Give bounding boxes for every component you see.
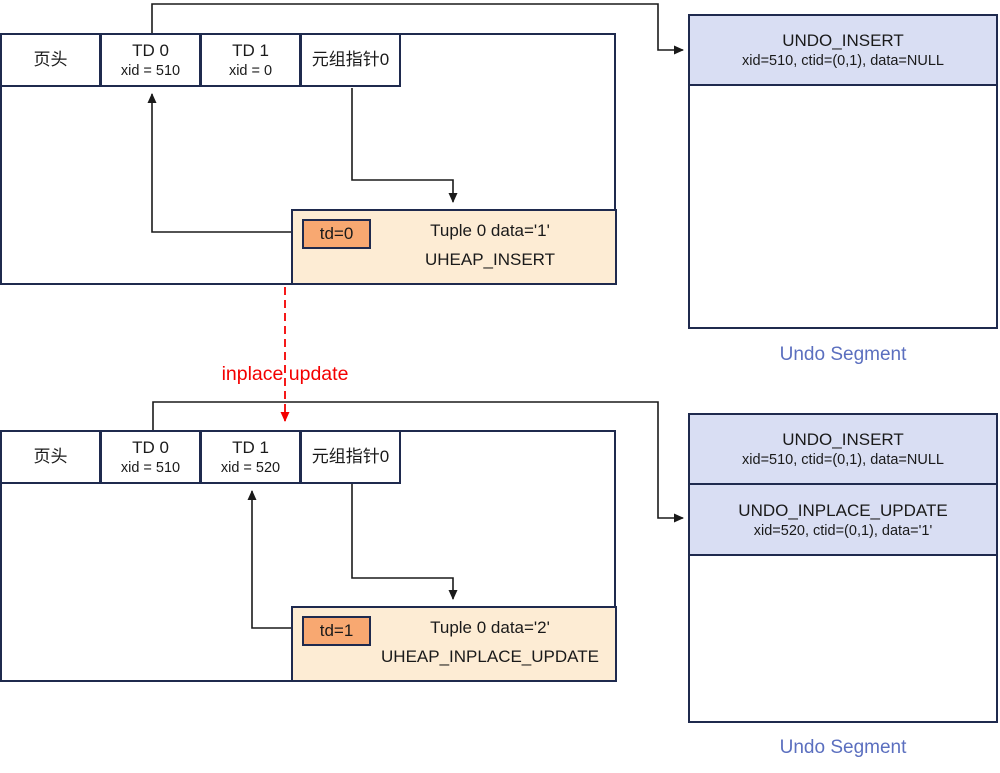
undo-record-detail: xid=510, ctid=(0,1), data=NULL: [742, 452, 944, 468]
tuple-op-line: UHEAP_INPLACE_UPDATE: [381, 647, 599, 666]
page-header-label: 页头: [33, 50, 68, 70]
bottom-tuple-row: td=1 Tuple 0 data='2' UHEAP_INPLACE_UPDA…: [291, 606, 617, 682]
td-chip-label: td=0: [319, 224, 354, 243]
undo-record-inplace-update: UNDO_INPLACE_UPDATE xid=520, ctid=(0,1),…: [690, 485, 996, 556]
td0-xid: xid = 510: [120, 460, 181, 477]
top-tuple-row: td=0 Tuple 0 data='1' UHEAP_INSERT: [291, 209, 617, 285]
arrow-top-td0-to-undo: [151, 3, 684, 55]
undo-record-detail: xid=520, ctid=(0,1), data='1': [753, 522, 933, 539]
bottom-td0-cell: TD 0 xid = 510: [100, 430, 201, 484]
page-header-label: 页头: [33, 447, 68, 467]
td-chip-label: td=1: [319, 621, 354, 640]
td0-title: TD 0: [132, 40, 169, 60]
arrow-bottom-td0-to-undo: [152, 401, 684, 523]
undo-record-insert: UNDO_INSERT xid=510, ctid=(0,1), data=NU…: [690, 415, 996, 485]
td1-title: TD 1: [232, 40, 269, 60]
undo-segment-top: UNDO_INSERT xid=510, ctid=(0,1), data=NU…: [688, 14, 998, 329]
bottom-tuple-pointer-cell: 元组指针0: [300, 430, 401, 484]
tuple-data-line: Tuple 0 data='2': [430, 618, 550, 637]
bottom-td1-cell: TD 1 xid = 520: [200, 430, 301, 484]
bottom-td-chip: td=1: [302, 616, 371, 646]
undo-record-title: UNDO_INPLACE_UPDATE: [738, 500, 948, 520]
td0-xid: xid = 510: [120, 63, 181, 80]
top-tuple-text: Tuple 0 data='1' UHEAP_INSERT: [369, 216, 611, 274]
undo-record-detail: xid=510, ctid=(0,1), data=NULL: [742, 53, 944, 69]
top-td0-cell: TD 0 xid = 510: [100, 33, 201, 87]
tuple-data-line: Tuple 0 data='1': [430, 221, 550, 240]
tuple-pointer-label: 元组指针0: [311, 50, 390, 70]
td1-xid: xid = 0: [228, 63, 273, 80]
inplace-update-label: inplace update: [221, 363, 349, 385]
arrow-bottom-td-chip-to-td1: [247, 490, 298, 629]
undo-record-title: UNDO_INSERT: [782, 430, 904, 449]
top-td-chip: td=0: [302, 219, 371, 249]
tuple-pointer-label: 元组指针0: [311, 447, 390, 467]
undo-segment-label-top: Undo Segment: [779, 344, 907, 365]
arrow-top-pointer-to-tuple: [351, 88, 458, 203]
undo-segment-bottom: UNDO_INSERT xid=510, ctid=(0,1), data=NU…: [688, 413, 998, 723]
arrow-bottom-pointer-to-tuple: [351, 484, 458, 600]
tuple-op-line: UHEAP_INSERT: [424, 250, 556, 269]
td0-title: TD 0: [132, 437, 169, 457]
top-page-header-cell: 页头: [0, 33, 101, 87]
undo-record-title: UNDO_INSERT: [782, 31, 904, 50]
undo-segment-label-bottom: Undo Segment: [779, 737, 907, 758]
undo-record-insert: UNDO_INSERT xid=510, ctid=(0,1), data=NU…: [690, 16, 996, 86]
top-tuple-pointer-cell: 元组指针0: [300, 33, 401, 87]
td1-xid: xid = 520: [220, 460, 281, 477]
top-td1-cell: TD 1 xid = 0: [200, 33, 301, 87]
bottom-page-header-cell: 页头: [0, 430, 101, 484]
td1-title: TD 1: [232, 437, 269, 457]
bottom-tuple-text: Tuple 0 data='2' UHEAP_INPLACE_UPDATE: [369, 613, 611, 671]
arrow-top-td-chip-to-td0: [147, 93, 298, 233]
